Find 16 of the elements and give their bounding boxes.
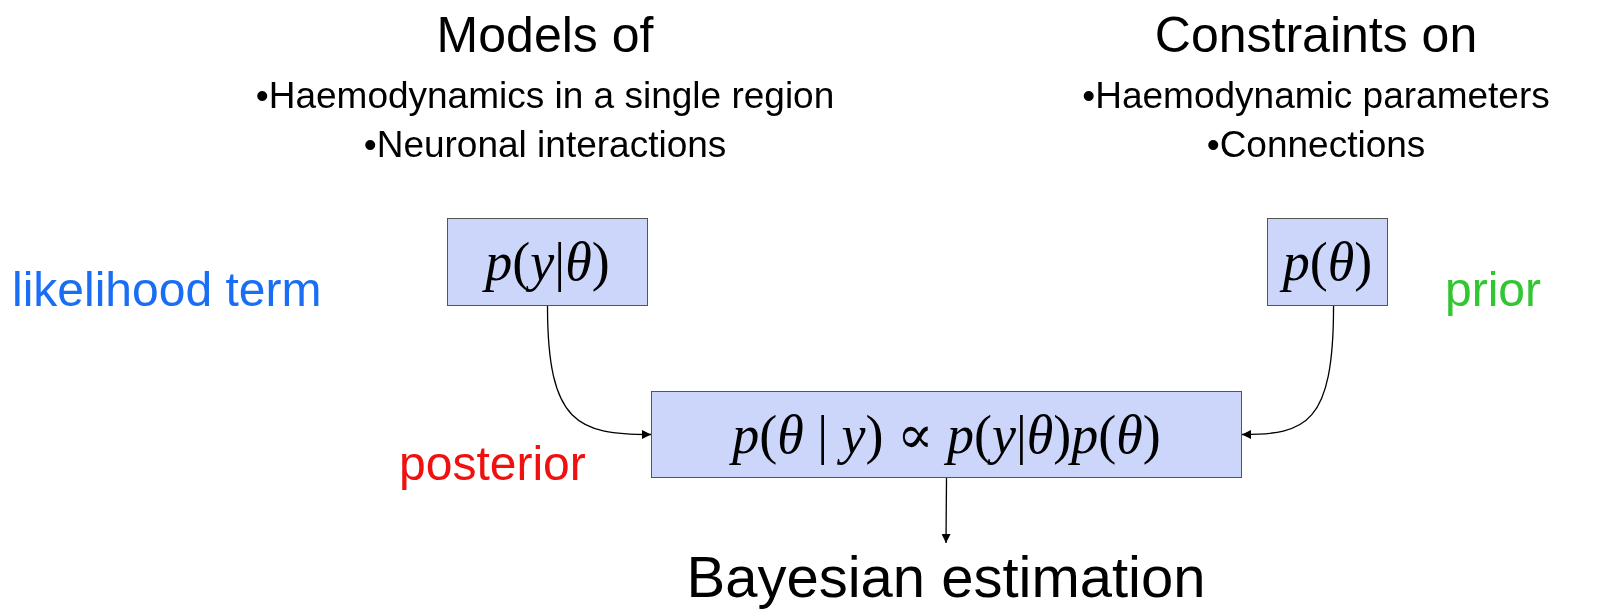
formula-box — [1267, 218, 1388, 306]
bullet-text: •Haemodynamic parameters — [1082, 75, 1550, 117]
formula-box — [651, 391, 1242, 478]
result-text: Bayesian estimation — [686, 542, 1206, 610]
annotation-label: posterior — [399, 436, 586, 491]
annotation-label: prior — [1445, 262, 1542, 317]
bullet-text: •Haemodynamics in a single region — [255, 75, 835, 117]
bullet-text: •Neuronal interactions — [363, 124, 727, 166]
formula-box — [447, 218, 648, 306]
heading-text: Models of — [436, 6, 654, 64]
heading-text: Constraints on — [1154, 6, 1478, 64]
bullet-text: •Connections — [1206, 124, 1426, 166]
annotation-label: likelihood term — [12, 262, 322, 317]
arrow — [546, 305, 652, 439]
arrow — [941, 477, 951, 544]
arrow — [1241, 305, 1335, 439]
